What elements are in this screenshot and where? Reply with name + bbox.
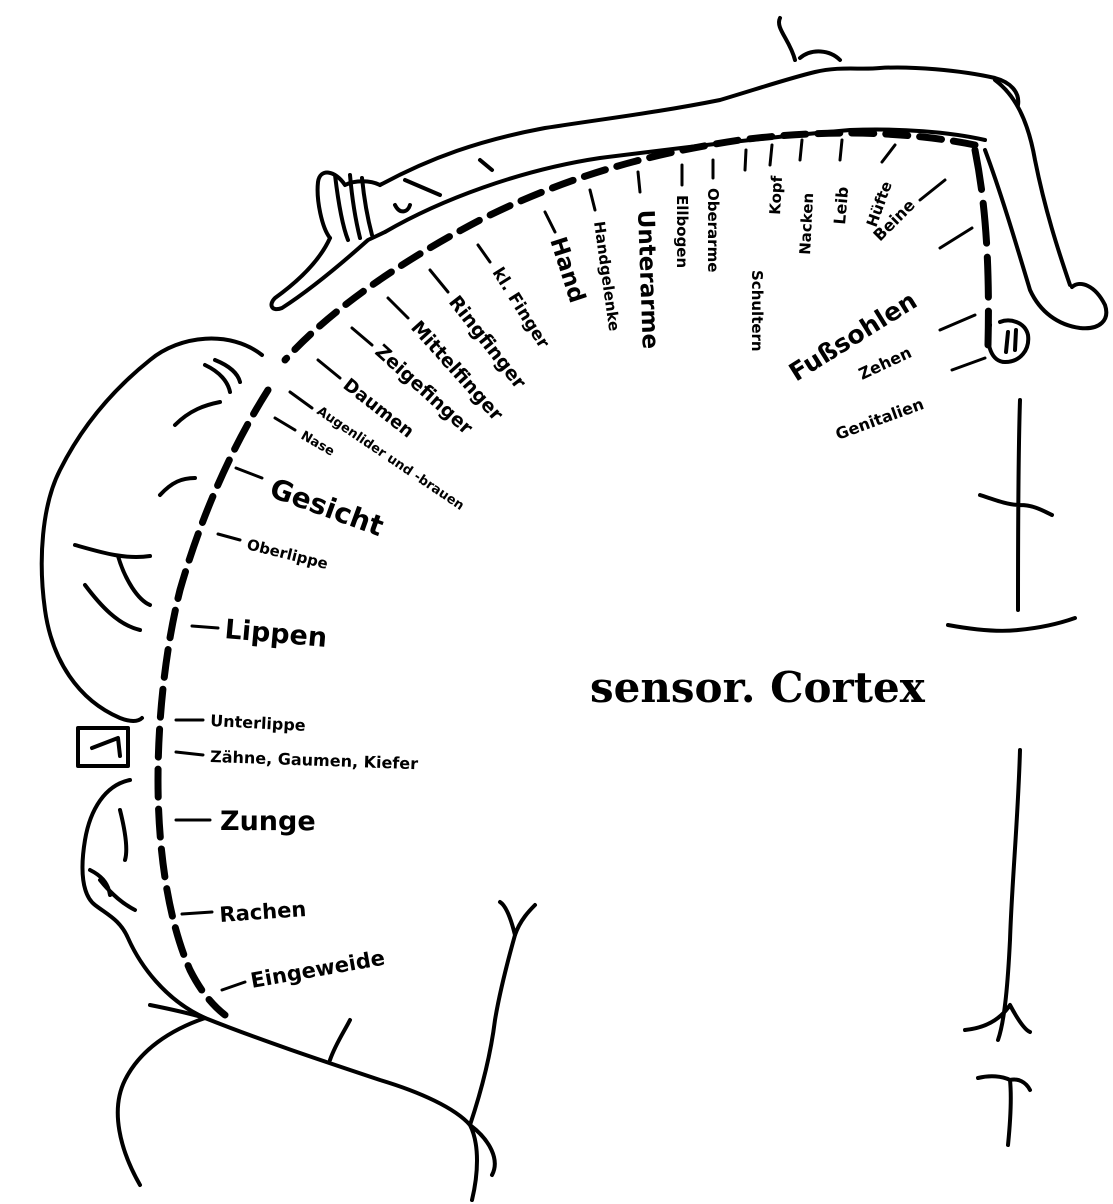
leader-line-genitalien [952,358,985,370]
leader-line-nacken [800,140,802,160]
label-fusssohlen: Fußsohlen [784,286,922,387]
label-leib: Leib [830,186,852,225]
leader-line-unterarme [638,172,640,192]
leader-line-kl-finger [478,245,490,262]
body-part-labels: Fußsohlen Zehen Genitalien Beine Hüfte L… [210,175,927,993]
leader-line-hand [545,212,555,232]
label-nase: Nase [298,428,337,459]
label-genitalien: Genitalien [833,394,926,443]
label-kopf: Kopf [766,175,786,215]
diagram-title: sensor. Cortex [590,663,926,712]
leader-line-eingeweide [222,982,245,990]
homunculus-toes-outline [988,321,1028,362]
label-oberarme: Oberarme [704,188,722,272]
homunculus-teeth-mark [92,738,120,756]
label-ellbogen: Ellbogen [673,195,691,268]
cortex-arc-right [975,150,988,345]
leader-line-leib [840,140,842,160]
homunculus-hand-outline [271,173,385,310]
label-unterlippe: Unterlippe [210,711,307,735]
sulcus-right-upper [948,400,1075,631]
label-zehen: Zehen [856,343,915,384]
sulcus-right-lower [965,750,1030,1145]
leader-line-zehen [940,315,975,330]
homunculus-eyebrow [205,360,240,392]
label-rachen: Rachen [219,897,307,927]
leader-line-gesicht [236,468,262,478]
label-gesicht: Gesicht [266,472,388,543]
leader-line-zaehne [176,752,203,755]
homunculus-head-outline [779,18,840,60]
label-nacken: Nacken [796,192,817,255]
leader-line-kopf [770,145,772,165]
brain-sulci [118,400,1075,1200]
label-handgelenke: Handgelenke [590,220,623,332]
label-zunge: Zunge [220,806,316,837]
label-lippen: Lippen [223,614,328,654]
leader-line-nase [275,418,295,430]
homunculus-nose [160,402,220,495]
leader-line-mittelfinger [388,298,408,318]
leader-line-daumen [318,360,340,378]
leader-line-ringfinger [430,270,448,292]
leader-line-augenlider [290,392,312,408]
homunculus-tongue-outline [82,780,205,1018]
label-unterarme: Unterarme [632,209,663,349]
homunculus-leg-outline [985,80,1106,328]
leader-line-huefte [882,145,895,162]
label-hand: Hand [544,234,590,306]
label-schultern: Schultern [748,270,766,352]
leader-line-handgelenke [590,190,595,210]
label-eingeweide: Eingeweide [249,946,387,993]
homunculus-torso-outline [380,67,1018,185]
label-oberlippe: Oberlippe [245,535,330,573]
leader-line-schultern [745,150,746,170]
leader-line-rachen [182,912,212,914]
homunculus-eye [75,545,150,630]
leader-line-lippen [192,626,218,628]
label-zaehne: Zähne, Gaumen, Kiefer [210,747,419,773]
leader-line-zeigefinger [352,328,372,345]
leader-line-oberlippe [218,534,240,540]
homunculus-face-outline [42,339,262,721]
homunculus-tongue-detail [90,810,135,910]
leader-line-fusssohlen [940,228,972,248]
leader-line-beine [920,180,945,200]
